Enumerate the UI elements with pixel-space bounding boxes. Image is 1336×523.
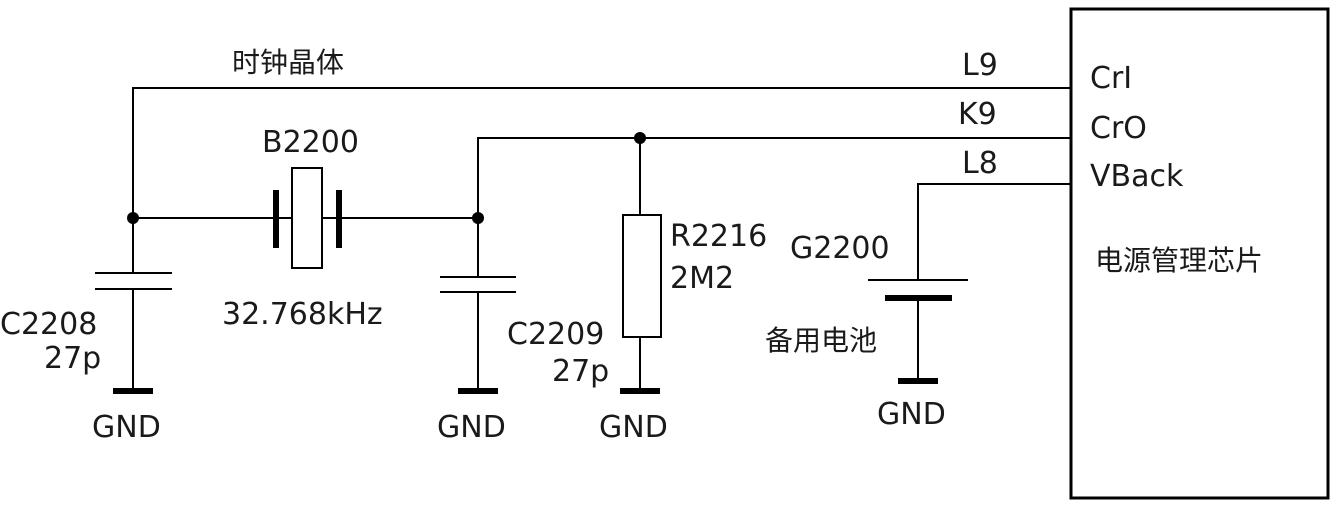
wire-k9 (477, 137, 1071, 218)
label-crystal-freq: 32.768kHz (222, 297, 383, 332)
capacitor-c2208 (95, 272, 172, 290)
label-battery-ref: G2200 (790, 231, 890, 266)
label-gnd-1: GND (92, 410, 161, 445)
label-ic-name: 电源管理芯片 (1095, 244, 1263, 277)
labels: 时钟晶体 B2200 32.768kHz C2208 27p C2209 27p… (0, 46, 1263, 445)
wire-l9 (132, 87, 1071, 218)
resistor-r2216 (622, 214, 662, 338)
junction-right (472, 212, 484, 224)
label-r2216-val: 2M2 (670, 261, 734, 296)
junction-resistor (634, 132, 646, 144)
crystal-b2200 (273, 167, 342, 269)
label-gnd-4: GND (877, 397, 946, 432)
label-c2208-ref: C2208 (0, 307, 97, 342)
label-c2208-val: 27p (44, 341, 101, 376)
power-management-ic (1069, 7, 1330, 500)
junction-left (127, 212, 139, 224)
battery-g2200 (868, 279, 968, 301)
label-gnd-2: GND (437, 410, 506, 445)
label-pin-cro: CrO (1090, 111, 1147, 146)
ground-symbols (113, 378, 938, 394)
resistor-body (622, 214, 662, 338)
wire-l8 (917, 183, 1071, 280)
wires (132, 87, 1071, 390)
label-gnd-3: GND (599, 410, 668, 445)
label-c2209-val: 27p (552, 354, 609, 389)
label-pin-cri: CrI (1090, 61, 1132, 96)
label-net-k9: K9 (958, 97, 997, 132)
label-pin-vback: VBack (1090, 159, 1184, 194)
junctions (127, 132, 646, 224)
label-r2216-ref: R2216 (670, 219, 767, 254)
label-c2209-ref: C2209 (507, 317, 604, 352)
crystal-body (291, 167, 323, 269)
label-clock-crystal: 时钟晶体 (232, 46, 344, 79)
label-crystal-ref: B2200 (262, 125, 359, 160)
label-battery-desc: 备用电池 (765, 324, 877, 357)
capacitor-c2209 (440, 276, 516, 293)
label-net-l9: L9 (962, 48, 998, 83)
label-net-l8: L8 (962, 146, 998, 181)
